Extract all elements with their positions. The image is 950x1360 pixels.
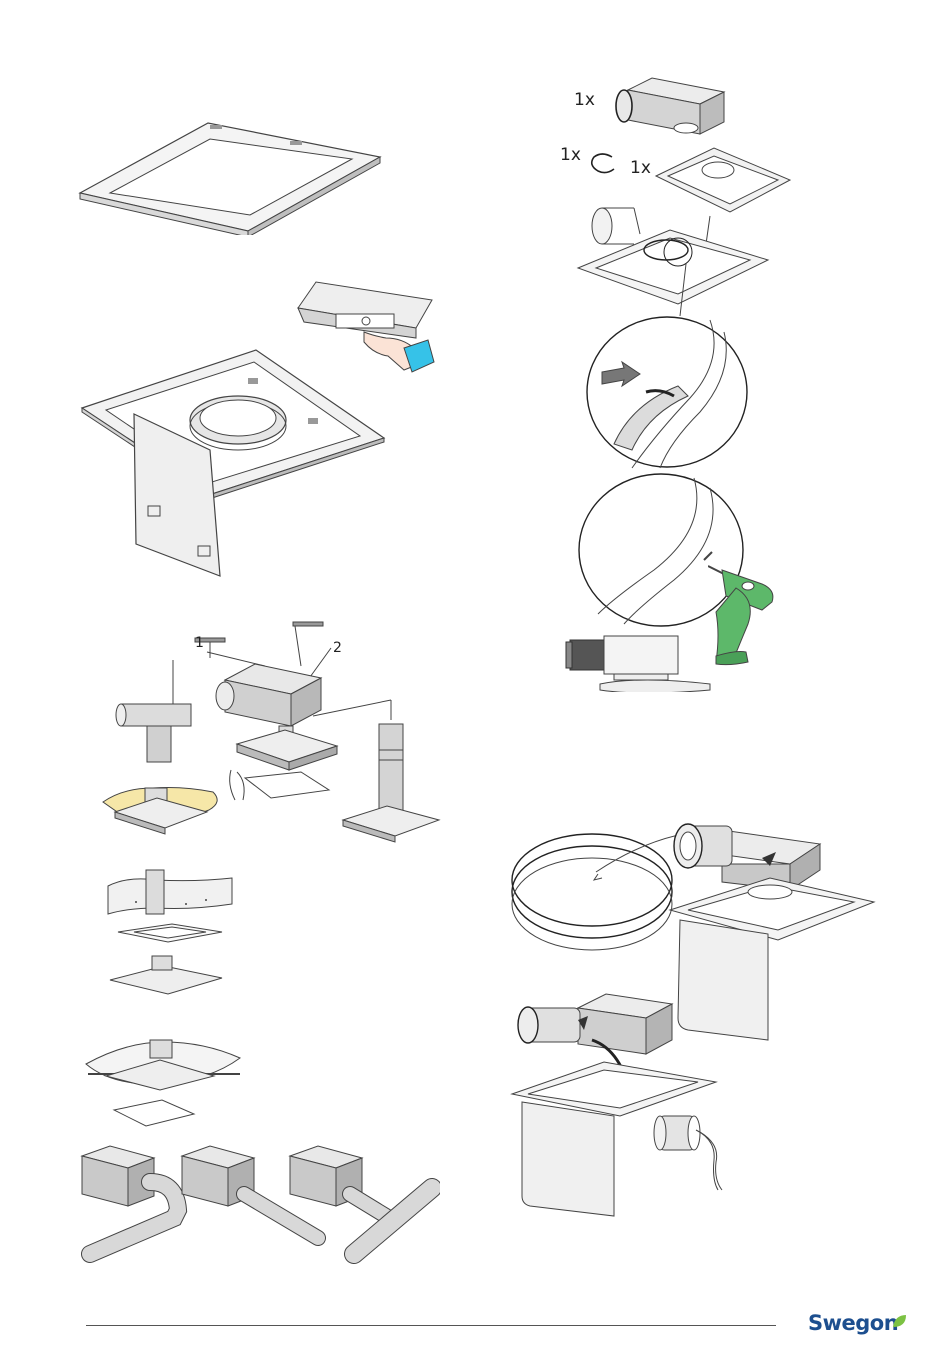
footer-rule	[86, 1325, 776, 1326]
drill-icon	[708, 560, 788, 666]
swegon-leaf-icon	[891, 1313, 907, 1329]
figure-assembly-ring	[574, 204, 774, 320]
qty-box-label: 1x	[574, 90, 595, 110]
figure-diffuser-open	[78, 348, 388, 578]
qty-ring-label: 1x	[560, 145, 581, 165]
qty-plate-label: 1x	[630, 158, 651, 178]
figure-detail-ring-insert	[584, 314, 750, 470]
swegon-logo: Swegon	[808, 1311, 898, 1335]
figure-ceiling-cutout	[106, 868, 236, 996]
figure-damper-cylinder	[652, 1110, 732, 1192]
figure-plenum-side	[560, 630, 712, 692]
figure-elbow-variants	[80, 1142, 440, 1267]
callout-2-label: 2	[333, 640, 342, 656]
figure-plenum-box	[608, 76, 730, 138]
figure-sealing-ring	[588, 152, 620, 176]
figure-ceiling-frame	[70, 115, 390, 235]
callout-1-label: 1	[195, 635, 204, 651]
figure-tbar-mount	[84, 1038, 244, 1132]
figure-duct-options	[95, 620, 445, 845]
